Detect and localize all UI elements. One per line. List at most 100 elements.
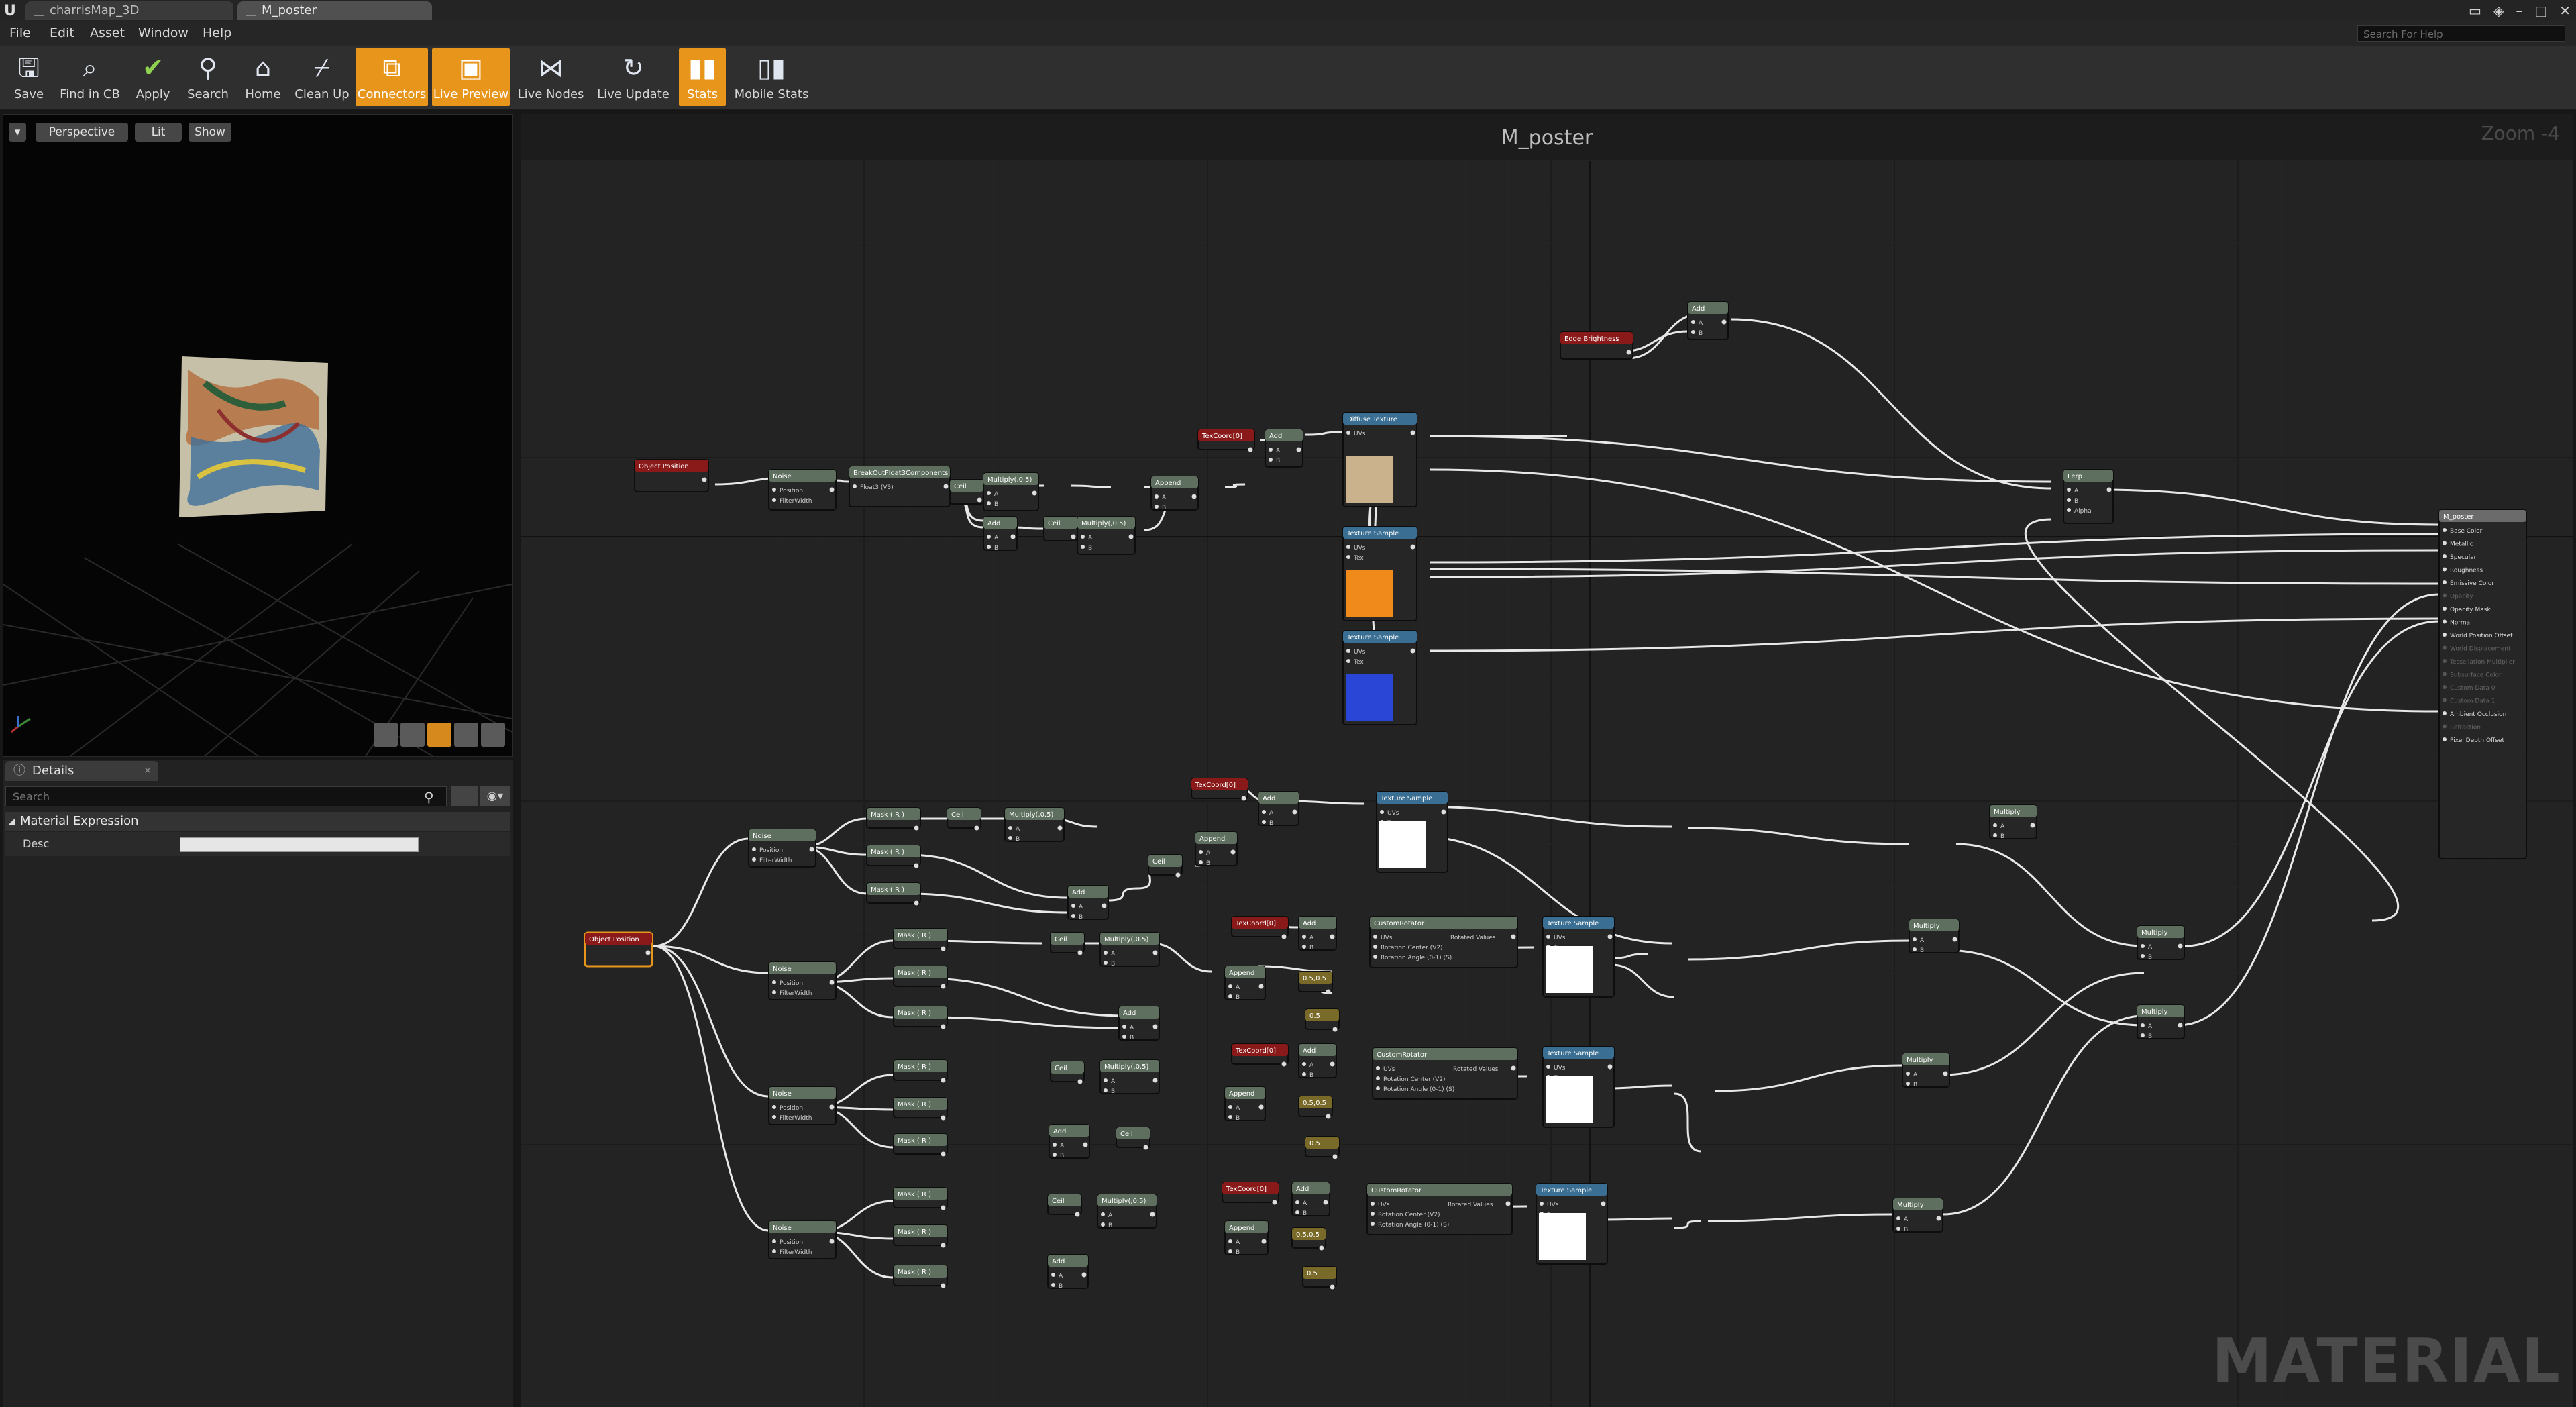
result-pin[interactable] <box>2443 541 2447 545</box>
output-pin[interactable] <box>1143 1145 1148 1150</box>
output-pin[interactable] <box>1230 849 1236 855</box>
input-pin[interactable] <box>1262 820 1266 824</box>
output-pin[interactable] <box>1077 1079 1083 1084</box>
mask-node-5[interactable]: Mask ( R ) <box>893 966 948 989</box>
plane-mesh-icon[interactable] <box>427 723 451 747</box>
input-pin[interactable] <box>1546 1065 1550 1069</box>
output-pin[interactable] <box>1083 1142 1088 1147</box>
mask-node-10[interactable]: Mask ( R ) <box>893 1187 948 1210</box>
output-pin[interactable] <box>702 477 707 482</box>
result-pin[interactable] <box>2443 607 2447 611</box>
mask-node-9[interactable]: Mask ( R ) <box>893 1133 948 1157</box>
output-pin[interactable] <box>1191 494 1197 499</box>
output-pin[interactable] <box>1410 648 1415 654</box>
multiply-node-b3[interactable]: Multiply(,0.5)AB <box>1099 932 1160 968</box>
output-pin[interactable] <box>1511 934 1516 939</box>
texcoord-node-b1[interactable]: TexCoord[0] <box>1191 778 1248 801</box>
result-pin[interactable] <box>2443 737 2447 741</box>
close-icon[interactable]: ✕ <box>144 766 152 776</box>
output-pin[interactable] <box>1281 1061 1287 1067</box>
output-pin[interactable] <box>1607 1064 1613 1070</box>
mask-node-11[interactable]: Mask ( R ) <box>893 1224 948 1248</box>
output-pin[interactable] <box>1010 534 1016 539</box>
maximize-icon[interactable]: □ <box>2534 3 2548 19</box>
output-pin[interactable] <box>1281 934 1287 939</box>
output-pin[interactable] <box>941 1078 946 1083</box>
mask-node-4[interactable]: Mask ( R ) <box>893 928 948 951</box>
live-nodes-button[interactable]: ⋈Live Nodes <box>514 48 588 106</box>
live-update-button[interactable]: ↻Live Update <box>592 48 675 106</box>
output-pin[interactable] <box>941 1024 946 1029</box>
mask-node-8[interactable]: Mask ( R ) <box>893 1097 948 1121</box>
input-pin[interactable] <box>772 488 776 492</box>
output-pin[interactable] <box>1326 989 1331 994</box>
cylinder-mesh-icon[interactable] <box>374 723 398 747</box>
output-pin[interactable] <box>1952 937 1957 942</box>
input-pin[interactable] <box>1155 494 1159 499</box>
output-pin[interactable] <box>1152 950 1158 955</box>
input-pin[interactable] <box>1302 935 1306 939</box>
input-pin[interactable] <box>1122 1025 1126 1029</box>
input-pin[interactable] <box>1104 951 1108 955</box>
output-pin[interactable] <box>914 863 919 868</box>
input-pin[interactable] <box>987 545 991 549</box>
output-pin[interactable] <box>1330 934 1335 939</box>
output-pin[interactable] <box>943 484 949 489</box>
output-pin[interactable] <box>1721 319 1727 325</box>
output-pin[interactable] <box>1323 1200 1328 1205</box>
input-pin[interactable] <box>1199 850 1203 854</box>
input-pin[interactable] <box>1376 1086 1380 1090</box>
menu-file[interactable]: File <box>9 25 31 40</box>
input-pin[interactable] <box>1081 545 1085 549</box>
output-pin[interactable] <box>645 950 651 955</box>
result-pin[interactable] <box>2443 633 2447 637</box>
output-pin[interactable] <box>1175 872 1181 878</box>
input-pin[interactable] <box>1104 961 1108 965</box>
output-pin[interactable] <box>1292 809 1297 815</box>
input-pin[interactable] <box>1228 1115 1232 1119</box>
input-pin[interactable] <box>1302 1062 1306 1066</box>
input-pin[interactable] <box>1051 1283 1055 1287</box>
visibility-eye-icon[interactable]: ◉▾ <box>480 786 510 806</box>
input-pin[interactable] <box>1380 810 1384 814</box>
cube-mesh-icon[interactable] <box>454 723 478 747</box>
result-pin[interactable] <box>2443 554 2447 558</box>
output-pin[interactable] <box>974 825 979 831</box>
input-pin[interactable] <box>772 498 776 502</box>
output-pin[interactable] <box>829 487 835 492</box>
input-pin[interactable] <box>1008 826 1012 830</box>
input-pin[interactable] <box>2067 508 2071 512</box>
input-pin[interactable] <box>1302 1072 1306 1076</box>
input-pin[interactable] <box>1155 505 1159 509</box>
details-search-input[interactable]: Search <box>5 786 447 806</box>
output-pin[interactable] <box>2178 943 2183 949</box>
ceil-node-b5[interactable]: Ceil <box>1116 1127 1150 1150</box>
input-pin[interactable] <box>2067 498 2071 502</box>
output-pin[interactable] <box>914 825 919 831</box>
object-position-node[interactable]: Object Position <box>634 459 709 492</box>
output-pin[interactable] <box>1272 1200 1277 1205</box>
input-pin[interactable] <box>1546 935 1550 939</box>
input-pin[interactable] <box>772 1105 776 1109</box>
ceil-node-b4[interactable]: Ceil <box>1050 1061 1085 1084</box>
lit-button[interactable]: Lit <box>135 123 182 142</box>
input-pin[interactable] <box>1008 836 1012 840</box>
